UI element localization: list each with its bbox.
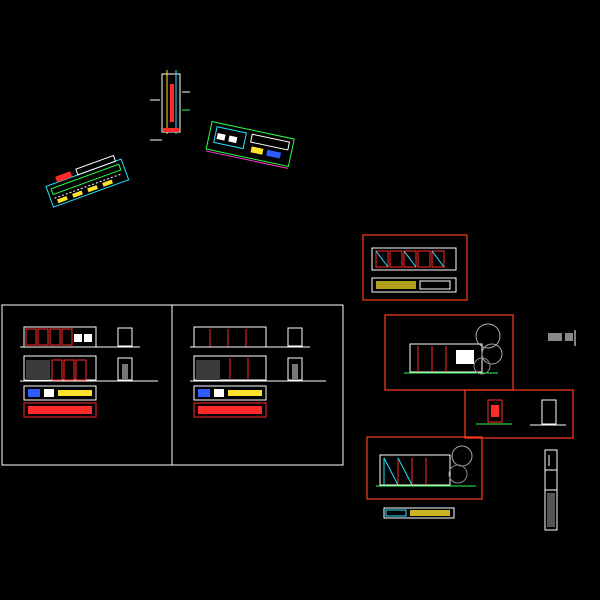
legend-blocks [548,330,576,346]
elevation-panel[interactable] [1,304,344,466]
detail-frame-2[interactable] [384,314,514,391]
bottom-strip-plan[interactable] [383,507,455,519]
angled-plan-center[interactable] [205,121,295,169]
angled-plan-left[interactable] [44,153,130,208]
elevation-right[interactable] [190,326,326,418]
detail-frame-3[interactable] [464,389,574,439]
elevation-left[interactable] [20,326,158,418]
detail-frame-4[interactable] [366,436,483,500]
detail-frame-1[interactable] [362,234,468,301]
top-section-detail[interactable] [150,70,190,141]
vertical-section-right[interactable] [544,449,558,531]
